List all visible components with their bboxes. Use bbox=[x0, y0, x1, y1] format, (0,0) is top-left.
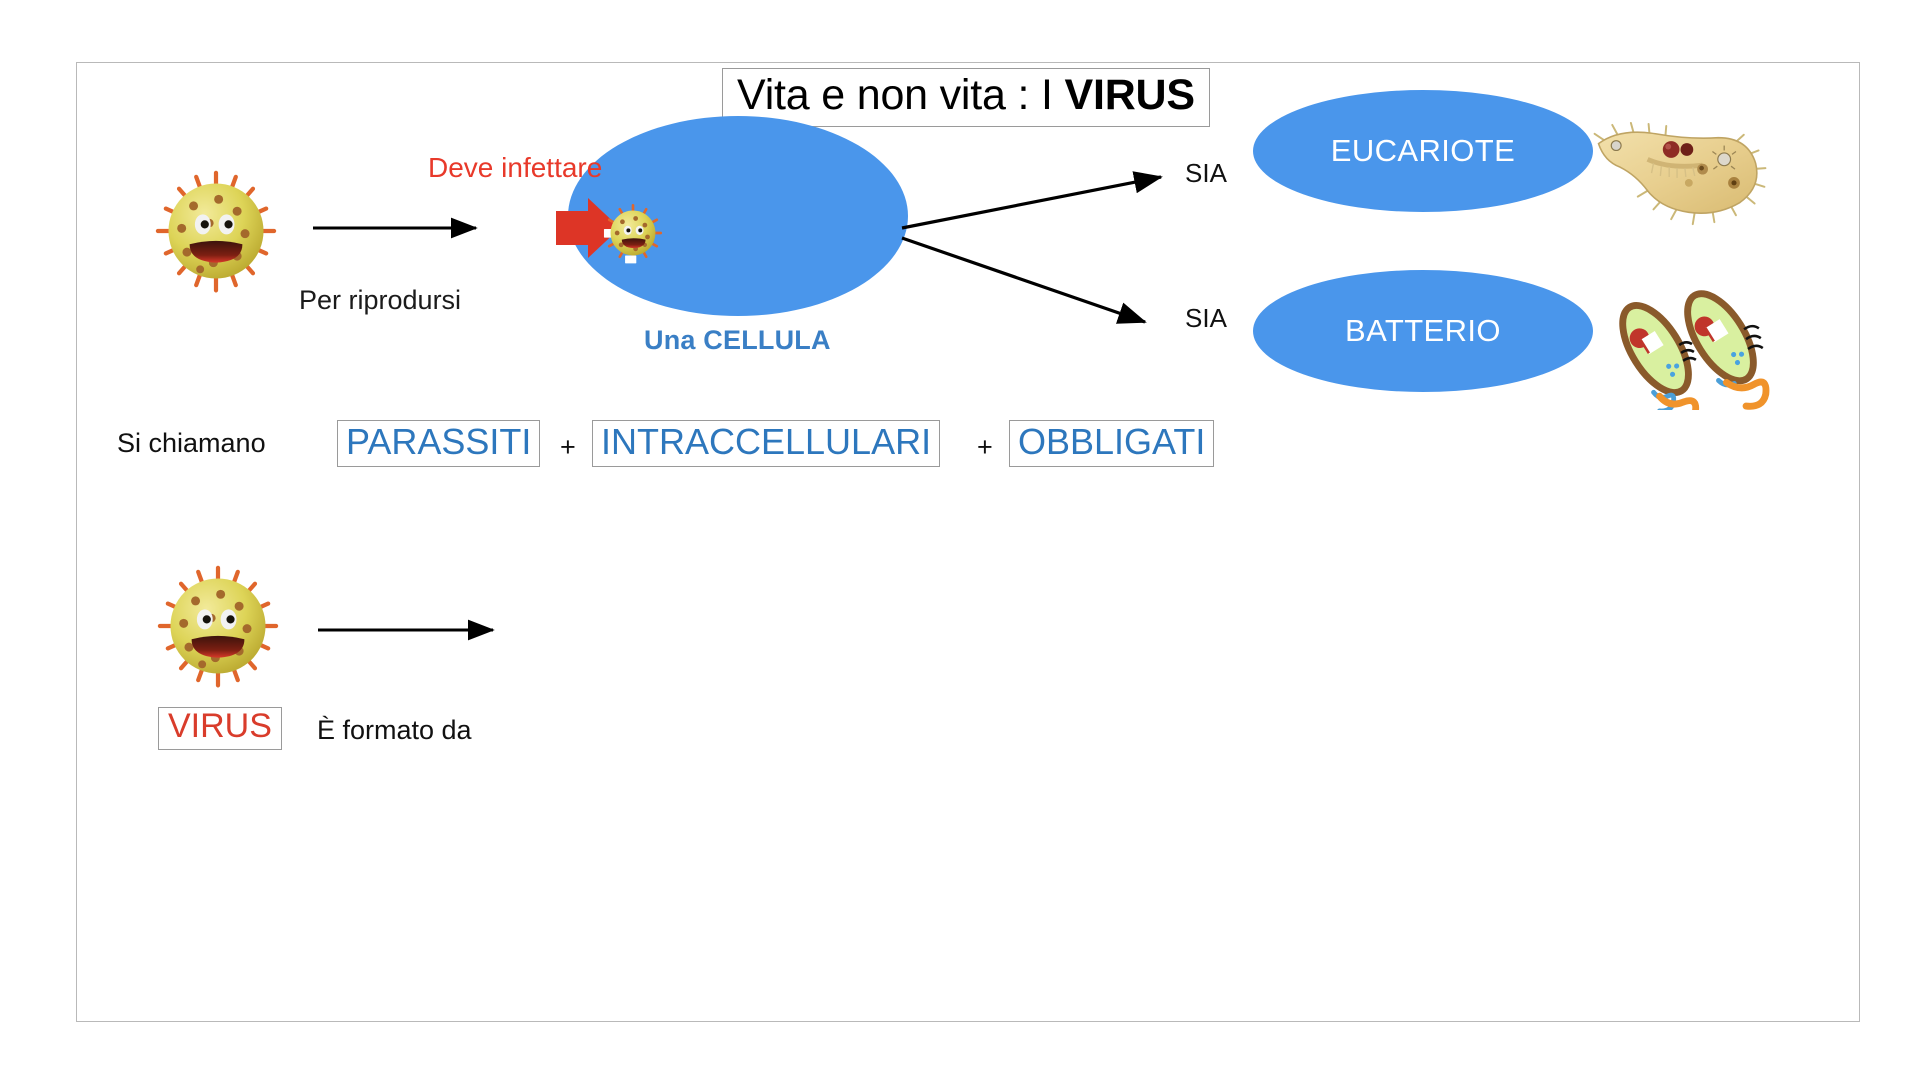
page-title: Vita e non vita : I VIRUS bbox=[722, 68, 1210, 128]
reproduce-label: Per riprodursi bbox=[299, 285, 462, 315]
term-chip-intraccellulari: INTRACCELLULARI bbox=[592, 420, 941, 467]
virus-character-icon bbox=[157, 565, 279, 688]
virus-character-icon bbox=[155, 170, 277, 293]
batterio-ellipse: BATTERIO bbox=[1253, 270, 1593, 392]
term-chip-obbligati: OBBLIGATI bbox=[1009, 420, 1215, 467]
naming-intro-label: Si chiamano bbox=[117, 428, 266, 458]
title-prefix: Vita e non vita : I bbox=[737, 71, 1065, 119]
branch-label-batterio: SIA bbox=[1185, 303, 1227, 333]
eucariote-label: EUCARIOTE bbox=[1330, 133, 1516, 168]
eucariote-ellipse: EUCARIOTE bbox=[1253, 90, 1593, 212]
virus-chip: VIRUS bbox=[158, 707, 282, 750]
cell-caption: Una CELLULA bbox=[644, 325, 831, 355]
composition-label: È formato da bbox=[317, 715, 472, 745]
protozoan-eukaryote-icon bbox=[1593, 122, 1767, 226]
branch-label-eucariote: SIA bbox=[1185, 158, 1227, 188]
virus-character-icon bbox=[603, 203, 663, 264]
title-keyword: VIRUS bbox=[1064, 71, 1195, 119]
batterio-label: BATTERIO bbox=[1345, 313, 1501, 348]
term-chip-parassiti: PARASSITI bbox=[337, 420, 541, 467]
plus-sign-2: + bbox=[977, 432, 993, 462]
infect-label: Deve infettare bbox=[428, 152, 603, 183]
bacteria-pair-icon bbox=[1619, 290, 1770, 410]
plus-sign-1: + bbox=[560, 432, 576, 462]
